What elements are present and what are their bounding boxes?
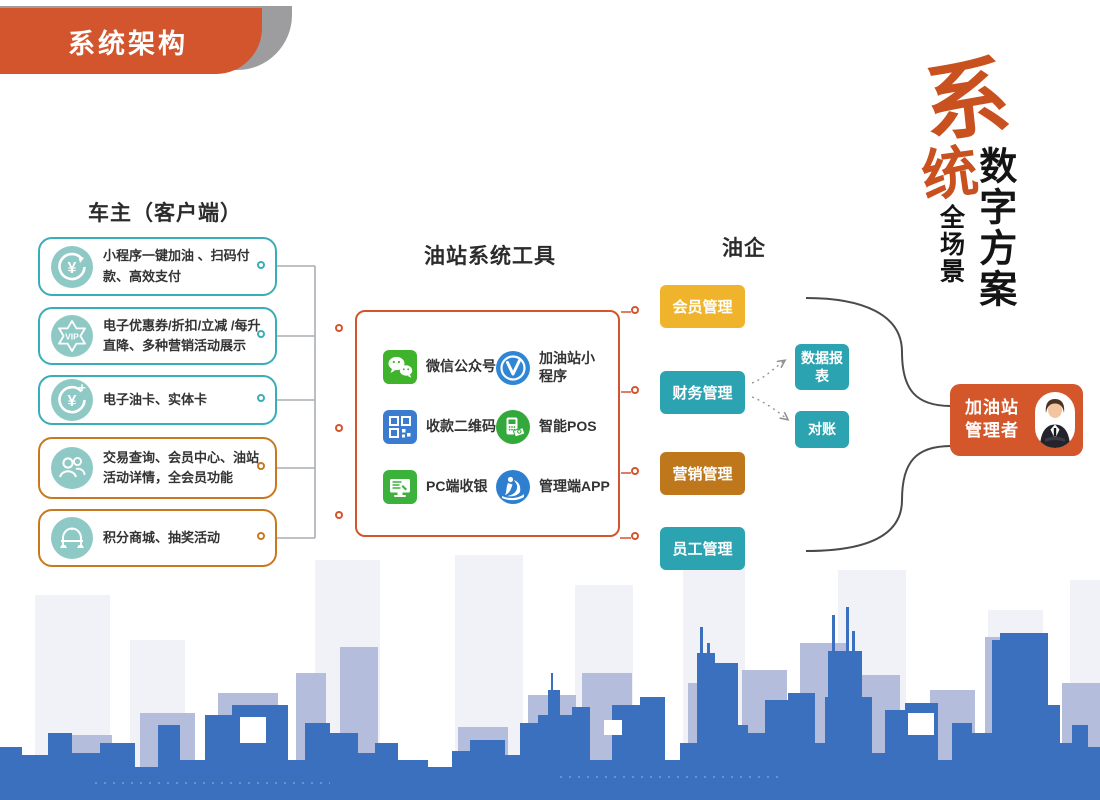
manager-label-line1: 加油站 — [965, 398, 1019, 418]
brand-headline: 数字方案 — [972, 146, 1015, 310]
customer-card-text: 积分商城、抽奖活动 — [103, 529, 221, 545]
svg-text:¥: ¥ — [68, 260, 77, 277]
connector-node — [631, 467, 639, 475]
customer-card-coupons: VIP 电子优惠券/折扣/立减 /每升直降、多种营销活动展示 — [38, 307, 277, 365]
members-icon — [51, 447, 93, 489]
tool-pc-cashier: PC端收银 — [383, 470, 512, 504]
customer-card-text: 交易查询、会员中心、油站活动详情，全会员功能 — [103, 449, 260, 485]
banner: 系统架构 — [0, 8, 262, 74]
customer-card-points: 积分商城、抽奖活动 — [38, 509, 277, 567]
tool-label: 微信公众号 — [426, 358, 496, 375]
connector-node — [631, 532, 639, 540]
output-reconciliation: 对账 — [795, 411, 849, 448]
customer-card-text: 小程序一键加油 、扫码付款、高效支付 — [103, 248, 250, 284]
brand-char-main: 系 — [919, 48, 1015, 154]
pc-cashier-icon — [383, 470, 417, 504]
customer-card-miniprogram: ¥ 小程序一键加油 、扫码付款、高效支付 — [38, 237, 277, 296]
manager-avatar — [1035, 392, 1075, 448]
connector-node — [335, 424, 343, 432]
module-marketing-mgmt: 营销管理 — [660, 452, 745, 495]
tool-label: 加油站小程序 — [539, 350, 595, 384]
businessman-avatar-icon — [1040, 399, 1070, 448]
yuan-plus-icon: + ¥ — [51, 379, 93, 421]
manager-label: 加油站 管理者 — [950, 397, 1019, 443]
customer-card-membercenter: 交易查询、会员中心、油站活动详情，全会员功能 — [38, 437, 277, 499]
customer-card-fuelcard: + ¥ 电子油卡、实体卡 — [38, 375, 277, 425]
yuan-cycle-icon: ¥ — [51, 245, 93, 288]
customer-section-title: 车主（客户端） — [88, 202, 242, 225]
module-finance-mgmt: 财务管理 — [660, 371, 745, 414]
connector-node — [631, 306, 639, 314]
svg-text:+: + — [78, 380, 86, 395]
connector-port — [257, 260, 265, 269]
connector-port — [257, 532, 265, 540]
svg-text:VIP: VIP — [65, 332, 79, 342]
qrcode-icon — [383, 410, 417, 444]
tool-label: PC端收银 — [426, 478, 488, 495]
miniprogram-icon — [496, 350, 530, 385]
wechat-icon — [383, 350, 417, 384]
customer-card-text: 电子油卡、实体卡 — [103, 391, 208, 407]
module-staff-mgmt: 员工管理 — [660, 527, 745, 570]
tool-label: 收款二维码 — [426, 418, 496, 435]
tool-miniprogram: 加油站小程序 — [496, 350, 601, 385]
tool-label: 智能POS — [539, 418, 597, 435]
admin-app-icon — [496, 470, 530, 504]
connector-port — [257, 462, 265, 470]
svg-text:¥: ¥ — [68, 393, 77, 410]
connector-node — [631, 386, 639, 394]
tool-qrcode: 收款二维码 — [383, 410, 512, 444]
connector-port — [257, 394, 265, 402]
brand-tagline: 全场景 — [936, 204, 965, 285]
page-title: 系统架构 — [68, 28, 188, 59]
manager-node: 加油站 管理者 — [950, 384, 1083, 456]
output-data-report: 数据报表 — [795, 344, 849, 390]
connector-node — [335, 324, 343, 332]
tool-admin-app: 管理端APP — [496, 470, 619, 504]
pos-icon — [496, 410, 530, 444]
module-member-mgmt: 会员管理 — [660, 285, 745, 328]
tool-pos: 智能POS — [496, 410, 611, 444]
lottery-machine-icon — [51, 517, 93, 559]
vip-coupon-icon: VIP — [51, 315, 93, 357]
tools-section-title: 油站系统工具 — [424, 245, 556, 268]
tool-label: 管理端APP — [539, 478, 610, 495]
customer-card-text: 电子优惠券/折扣/立减 /每升直降、多种营销活动展示 — [103, 317, 261, 353]
connector-node — [335, 511, 343, 519]
manager-label-line2: 管理者 — [965, 421, 1019, 440]
tool-wechat: 微信公众号 — [383, 350, 512, 384]
city-skyline — [0, 555, 1100, 800]
company-section-title: 油企 — [722, 237, 766, 260]
connector-port — [257, 330, 265, 338]
